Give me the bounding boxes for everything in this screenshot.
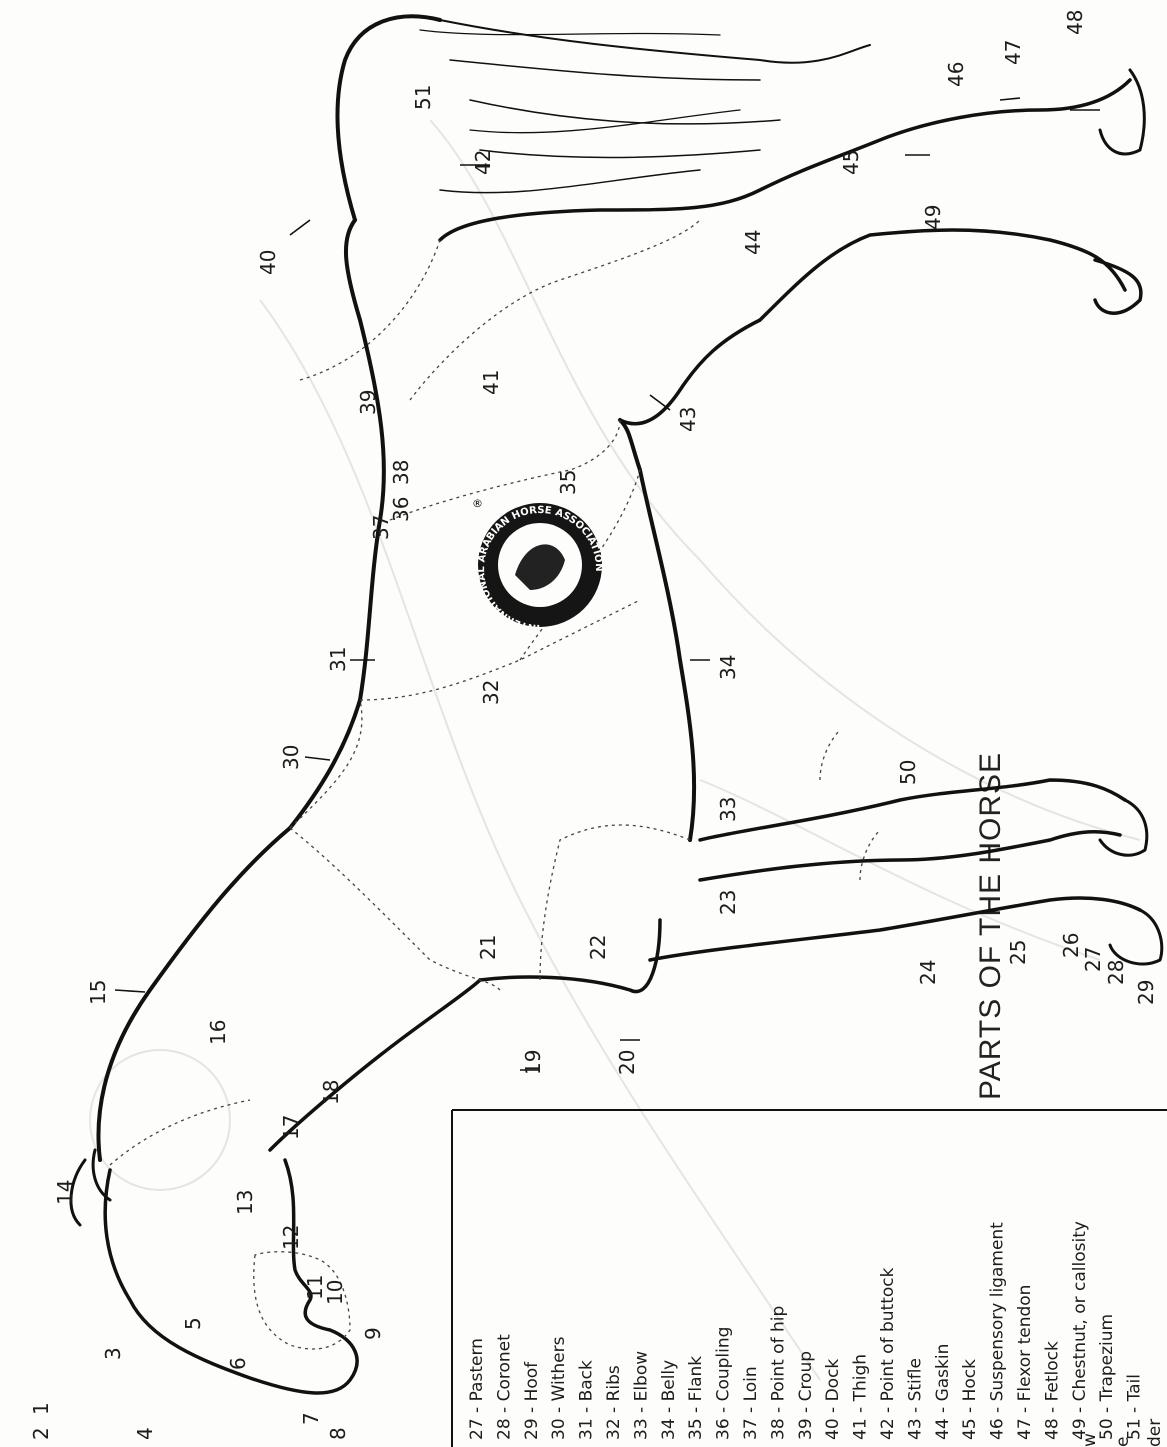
legend-item: 45 - Hock — [960, 1359, 980, 1440]
legend-prev-fragment-3: der — [1145, 1419, 1165, 1447]
callout-27: 27 — [1081, 947, 1105, 972]
callout-31: 31 — [326, 647, 350, 672]
legend-item: 31 - Back — [577, 1360, 597, 1440]
legend-item: 27 - Pastern — [467, 1338, 487, 1440]
callout-6: 6 — [226, 1357, 250, 1370]
callout-42: 42 — [471, 150, 495, 175]
legend-item: 48 - Fetlock — [1042, 1341, 1062, 1440]
callout-24: 24 — [916, 960, 940, 985]
callout-37: 37 — [369, 515, 393, 540]
legend-prev-fragment-2: e — [1113, 1437, 1133, 1447]
legend-item: 47 - Flexor tendon — [1015, 1285, 1035, 1440]
callout-18: 18 — [319, 1080, 343, 1105]
callout-40: 40 — [256, 250, 280, 275]
legend-item: 33 - Elbow — [631, 1351, 651, 1440]
callout-29: 29 — [1134, 980, 1158, 1005]
callout-32: 32 — [479, 680, 503, 705]
callout-20: 20 — [615, 1050, 639, 1075]
callout-19: 19 — [521, 1050, 545, 1075]
callout-23: 23 — [716, 890, 740, 915]
legend-box: 27 - Pastern 28 - Coronet 29 - Hoof 30 - Wi… — [452, 1110, 1167, 1447]
callout-41: 41 — [479, 370, 503, 395]
legend-item: 34 - Belly — [659, 1360, 679, 1440]
legend-item: 41 - Thigh — [851, 1354, 871, 1440]
legend-item: 35 - Flank — [686, 1356, 706, 1440]
legend-item: 43 - Stifle — [905, 1358, 925, 1440]
callout-9: 9 — [361, 1327, 385, 1340]
callout-34: 34 — [716, 655, 740, 680]
callout-15: 15 — [86, 980, 110, 1005]
callout-17: 17 — [279, 1115, 303, 1140]
callout-25: 25 — [1006, 940, 1030, 965]
legend-item: 42 - Point of buttock — [878, 1267, 898, 1440]
legend-item: 46 - Suspensory ligament — [988, 1222, 1008, 1440]
legend-item: 39 - Croup — [796, 1351, 816, 1440]
legend-item: 44 - Gaskin — [933, 1344, 953, 1440]
callout-leaders — [115, 98, 1100, 1070]
callout-47: 47 — [1001, 40, 1025, 65]
callout-43: 43 — [676, 407, 700, 432]
legend-item: 30 - Withers — [549, 1336, 569, 1440]
callout-12: 12 — [279, 1225, 303, 1250]
legend-item: 37 - Loin — [741, 1366, 761, 1440]
callout-49: 49 — [921, 205, 945, 230]
callout-28: 28 — [1104, 960, 1128, 985]
callout-51: 51 — [411, 85, 435, 110]
callout-5: 5 — [181, 1317, 205, 1330]
callout-3: 3 — [101, 1347, 125, 1360]
callout-13: 13 — [233, 1190, 257, 1215]
legend-item: 40 - Dock — [823, 1359, 843, 1440]
callout-2: 2 — [29, 1427, 53, 1440]
callout-33: 33 — [716, 797, 740, 822]
legend-prev-fragment-1: w — [1080, 1433, 1100, 1447]
legend-item: 29 - Hoof — [522, 1361, 542, 1440]
horse-outline — [71, 16, 1162, 1393]
logo-mark: ® — [472, 497, 483, 510]
legend-item: 36 - Coupling — [714, 1327, 734, 1440]
callout-46: 46 — [944, 62, 968, 87]
legend-item: 38 - Point of hip — [768, 1306, 788, 1440]
callout-11: 11 — [303, 1275, 327, 1300]
legend-item: 28 - Coronet — [494, 1334, 514, 1440]
callout-35: 35 — [556, 470, 580, 495]
callout-48: 48 — [1063, 10, 1087, 35]
legend-item: 49 - Chestnut, or callosity — [1070, 1221, 1090, 1440]
legend-item: 50 - Trapezium — [1097, 1314, 1117, 1440]
callout-4: 4 — [133, 1427, 157, 1440]
legend-item: 32 - Ribs — [604, 1365, 624, 1440]
callout-1: 1 — [29, 1402, 53, 1415]
callout-30: 30 — [279, 745, 303, 770]
callout-22: 22 — [586, 935, 610, 960]
callout-45: 45 — [839, 150, 863, 175]
legend-item: 51 - Tail — [1125, 1374, 1145, 1440]
callout-50: 50 — [896, 760, 920, 785]
page-title: PARTS OF THE HORSE — [974, 752, 1007, 1100]
callout-44: 44 — [741, 230, 765, 255]
callout-26: 26 — [1059, 933, 1083, 958]
callout-38: 38 — [389, 460, 413, 485]
callout-21: 21 — [476, 935, 500, 960]
callout-14: 14 — [53, 1180, 77, 1205]
callout-16: 16 — [206, 1020, 230, 1045]
callout-7: 7 — [299, 1412, 323, 1425]
callout-8: 8 — [326, 1427, 350, 1440]
callout-39: 39 — [356, 390, 380, 415]
